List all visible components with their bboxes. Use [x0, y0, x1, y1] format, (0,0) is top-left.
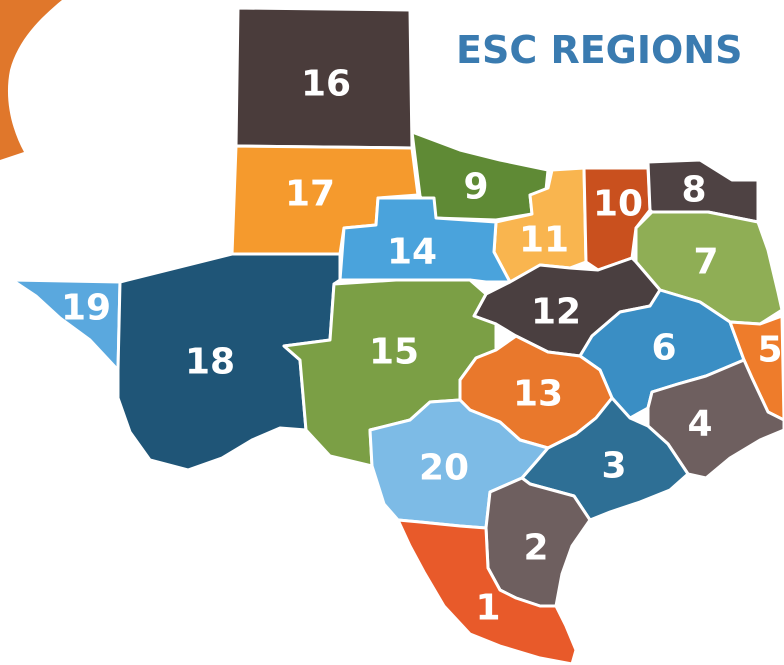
region-3[interactable]: 3	[520, 396, 690, 522]
region-12-label: 12	[531, 292, 581, 333]
region-3-label: 3	[601, 446, 626, 487]
region-20-label: 20	[419, 448, 469, 489]
region-11-label: 11	[519, 220, 569, 261]
region-4-label: 4	[687, 404, 712, 445]
region-1-shape	[396, 518, 578, 665]
region-15-label: 15	[369, 332, 419, 373]
region-13-label: 13	[513, 374, 563, 415]
region-20[interactable]: 20	[368, 398, 550, 530]
region-5-label: 5	[757, 330, 782, 371]
region-19[interactable]: 19	[10, 278, 122, 372]
region-7-label: 7	[693, 242, 718, 283]
region-19-label: 19	[61, 288, 111, 329]
region-6-label: 6	[651, 328, 676, 369]
region-18[interactable]: 18	[116, 252, 342, 472]
region-7[interactable]: 7	[634, 210, 784, 326]
region-1[interactable]: 1	[396, 518, 578, 665]
region-17-label: 17	[285, 174, 335, 215]
region-16[interactable]: 16	[234, 6, 414, 150]
region-2-label: 2	[523, 528, 548, 569]
region-9-label: 9	[463, 167, 488, 208]
region-18-label: 18	[185, 342, 235, 383]
region-18-shape	[116, 252, 342, 472]
region-1-label: 1	[475, 588, 500, 629]
region-10-label: 10	[593, 184, 643, 225]
corner-decor-shape	[0, 0, 62, 160]
region-16-label: 16	[301, 64, 351, 105]
map-title: ESC REGIONS	[456, 28, 742, 72]
region-14-label: 14	[387, 232, 437, 273]
region-14[interactable]: 14	[338, 196, 512, 284]
region-10[interactable]: 10	[582, 166, 652, 272]
region-14-shape	[338, 196, 512, 284]
region-8-label: 8	[681, 170, 706, 211]
region-2[interactable]: 2	[484, 476, 592, 608]
